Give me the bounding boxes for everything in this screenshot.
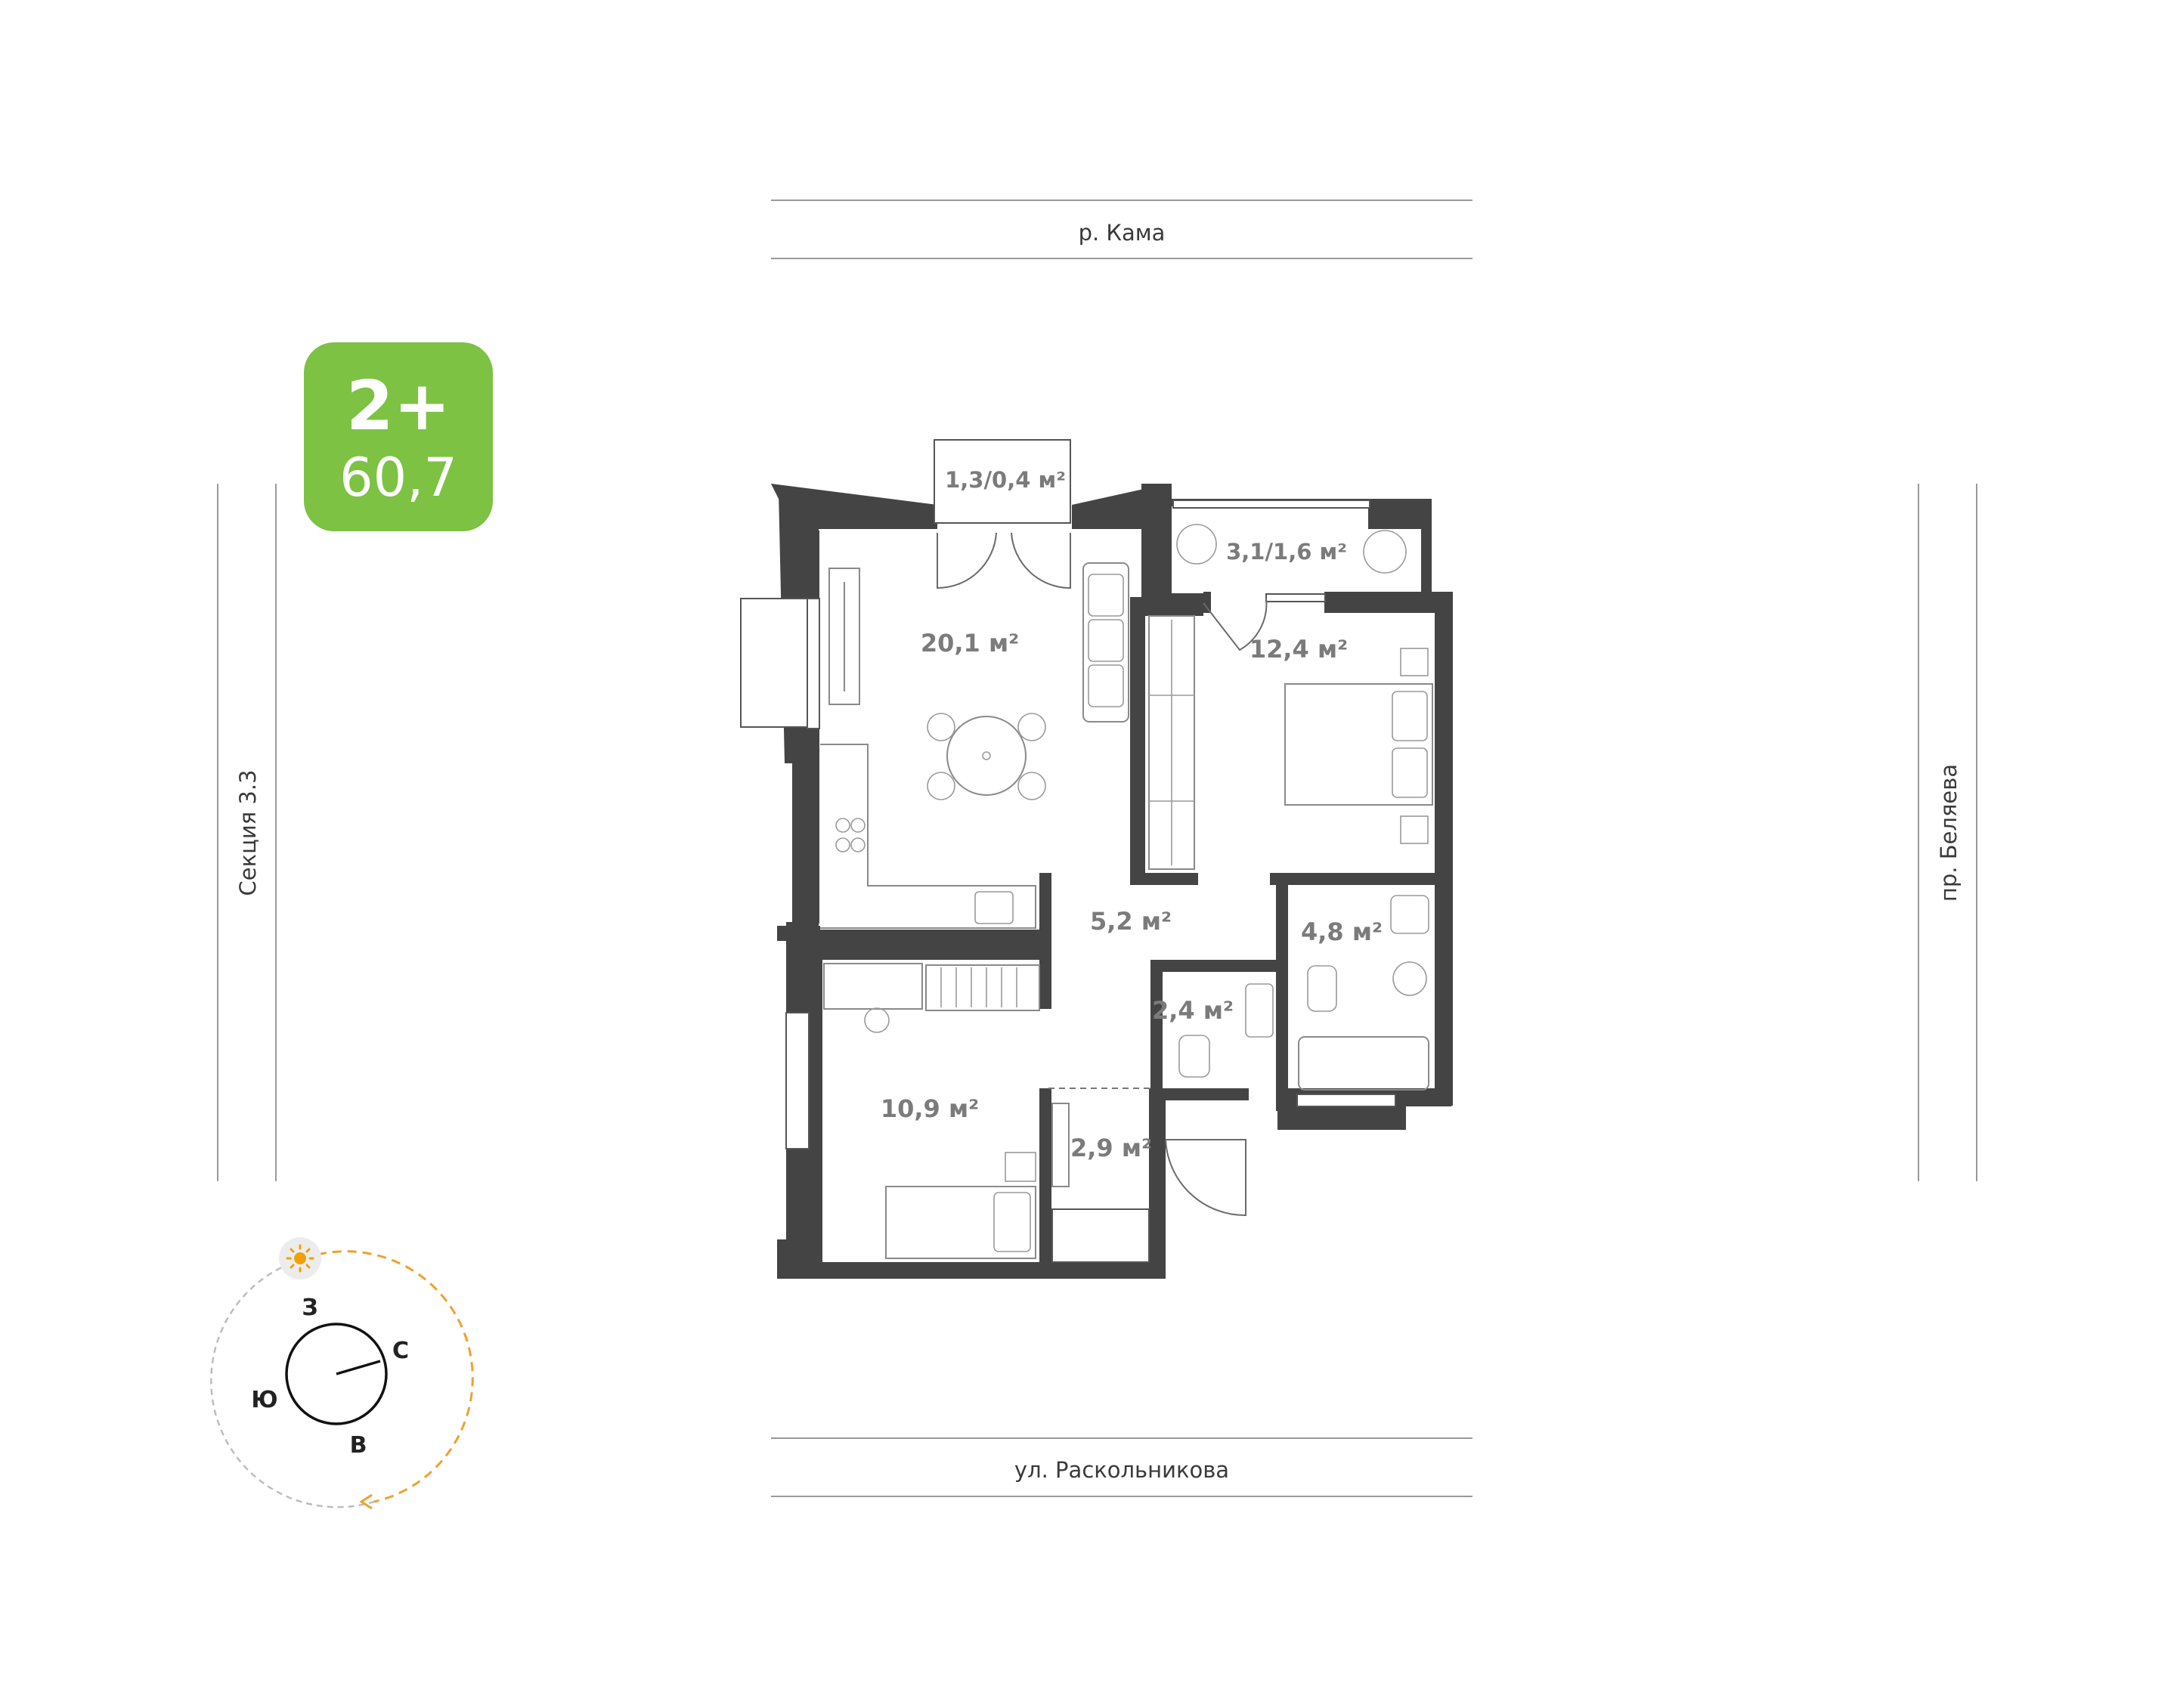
apartment-badge: 2+ 60,7 [304, 342, 493, 531]
room-living: 20,1 м² [921, 629, 1019, 658]
street-right: пр. Беляева [1936, 764, 1962, 902]
compass-s: Ю [251, 1387, 277, 1413]
street-top: р. Кама [1079, 220, 1166, 246]
room-bedroom: 12,4 м² [1250, 635, 1348, 664]
room-balcony-right: 3,1/1,6 м² [1226, 539, 1347, 565]
windows [740, 439, 1396, 1263]
room-balcony-left: 1,3/0,4 м² [945, 467, 1066, 493]
sun-icon [279, 1237, 321, 1279]
room-hall: 5,2 м² [1090, 907, 1172, 936]
room-entry: 2,9 м² [1070, 1134, 1152, 1162]
compass-icon: З С Ю В [210, 1250, 474, 1510]
total-area: 60,7 [339, 447, 457, 509]
doors [937, 532, 1268, 1217]
room-wc: 2,4 м² [1152, 996, 1234, 1025]
street-frame [217, 200, 1977, 1497]
compass-n: С [392, 1338, 409, 1364]
street-bottom: ул. Раскольникова [1014, 1457, 1229, 1483]
rooms-count: 2+ [345, 367, 451, 446]
compass-e: В [350, 1432, 367, 1459]
room-labels: 1,3/0,4 м² 3,1/1,6 м² 20,1 м² 12,4 м² 5,… [881, 467, 1383, 1162]
room-bathroom: 4,8 м² [1301, 917, 1383, 946]
compass-w: З [302, 1295, 317, 1321]
room-child: 10,9 м² [881, 1094, 979, 1123]
furniture [820, 524, 1433, 1259]
street-left: Секция 3.3 [235, 770, 261, 896]
